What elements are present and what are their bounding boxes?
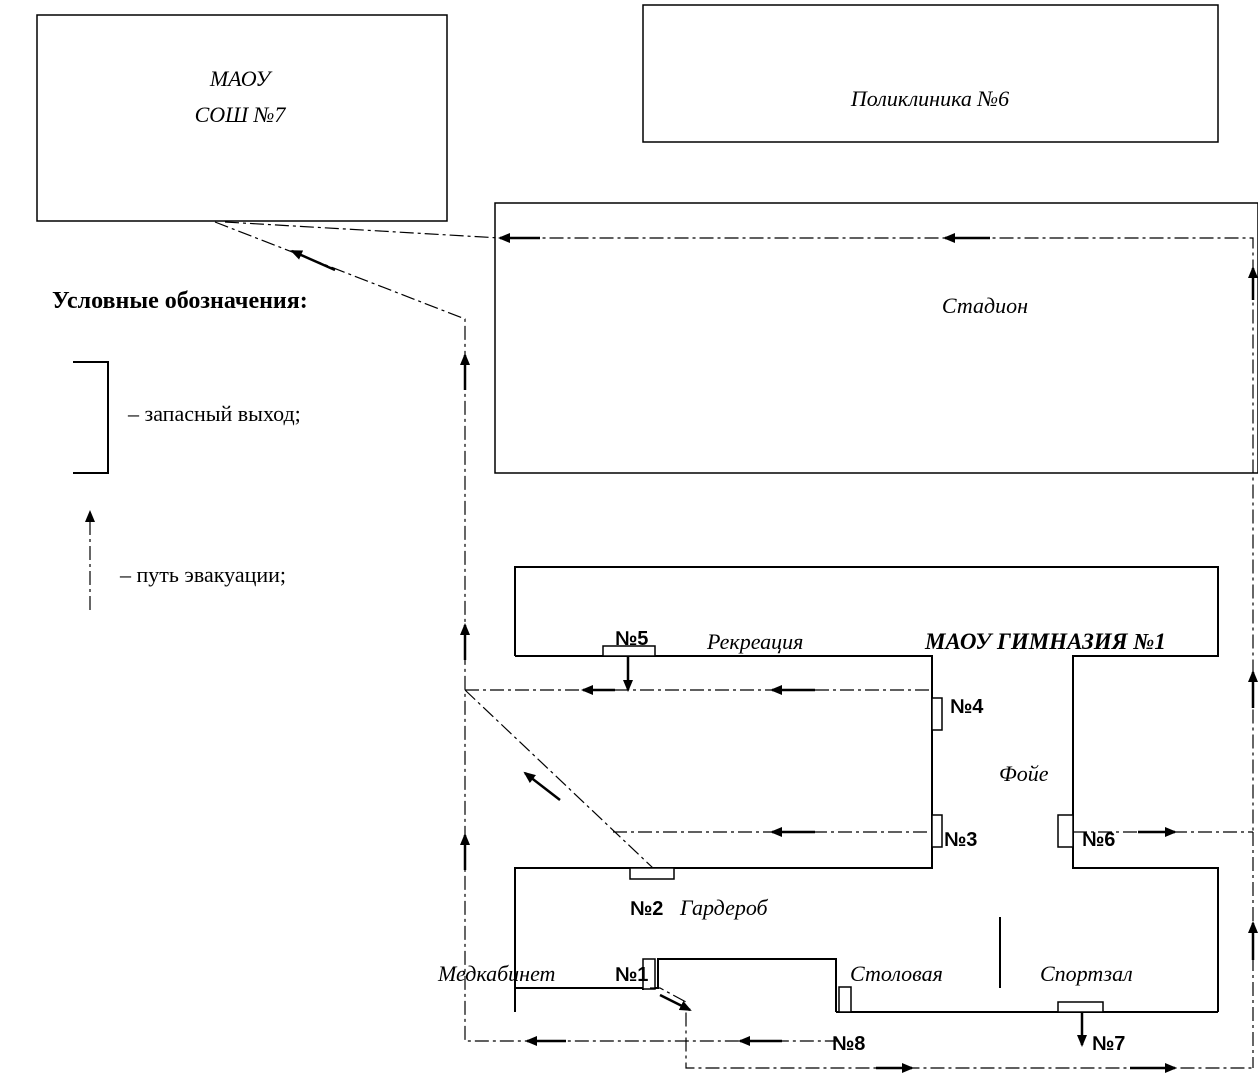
room-foyer: Фойе — [999, 761, 1049, 786]
school7-label-line2: СОШ №7 — [195, 102, 287, 127]
route-arrows — [290, 233, 1258, 1073]
school7-building — [36, 14, 448, 222]
evacuation-routes — [214, 221, 1254, 1069]
stadium-label: Стадион — [942, 293, 1028, 318]
exit-label-7: №7 — [1092, 1033, 1125, 1055]
exit-label-5: №5 — [615, 628, 648, 650]
exit-label-8: №8 — [832, 1033, 865, 1055]
room-recreation: Рекреация — [706, 629, 803, 654]
exit-door-1 — [642, 958, 656, 990]
clinic-building — [642, 4, 1219, 143]
exit-door-4 — [931, 697, 943, 731]
exit-label-6: №6 — [1082, 829, 1115, 851]
room-gym: Спортзал — [1040, 961, 1133, 986]
room-cloakroom: Гардероб — [679, 895, 769, 920]
exit-label-1: №1 — [615, 964, 648, 986]
gymnasium-label: МАОУ ГИМНАЗИЯ №1 — [924, 629, 1166, 654]
legend-path-label: – путь эвакуации; — [119, 562, 286, 587]
stadium-area — [494, 202, 1258, 474]
exit-door-2 — [629, 867, 675, 880]
legend-exit-label: – запасный выход; — [127, 401, 301, 426]
exit-door-7 — [1057, 1001, 1104, 1013]
school7-label-line1: МАОУ — [209, 66, 274, 91]
legend-exit-symbol — [73, 361, 109, 474]
exit-door-6 — [1057, 814, 1074, 848]
exit-label-4: №4 — [950, 696, 984, 718]
room-canteen: Столовая — [850, 961, 943, 986]
legend-title: Условные обозначения: — [52, 288, 308, 314]
clinic-label: Поликлиника №6 — [850, 86, 1009, 111]
exit-label-3: №3 — [944, 829, 977, 851]
exit-label-2: №2 — [630, 898, 663, 920]
exit-door-8 — [838, 986, 852, 1013]
exit-door-3 — [931, 814, 943, 848]
room-medroom: Медкабинет — [437, 961, 555, 986]
